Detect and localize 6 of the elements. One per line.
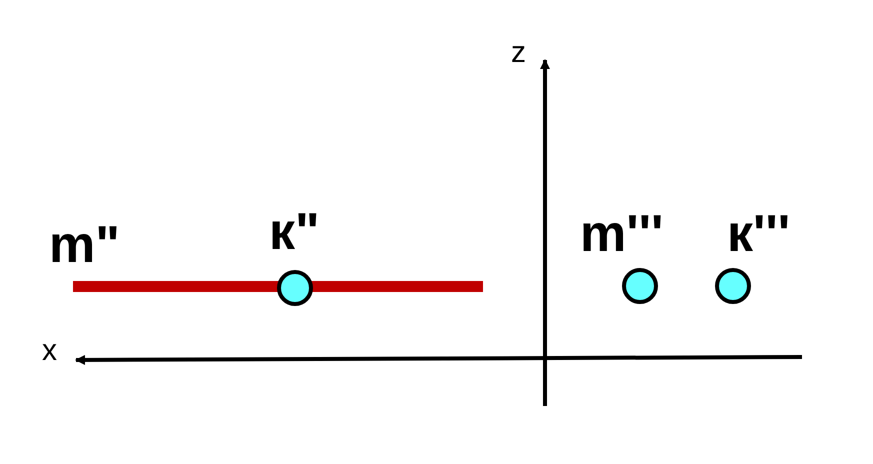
point-label: к" — [269, 206, 320, 258]
axis-label: x — [42, 336, 57, 366]
point-label: m''' — [580, 208, 664, 260]
point-label: к''' — [727, 208, 790, 260]
point-label: m" — [49, 219, 120, 271]
axis-label: z — [511, 38, 526, 68]
